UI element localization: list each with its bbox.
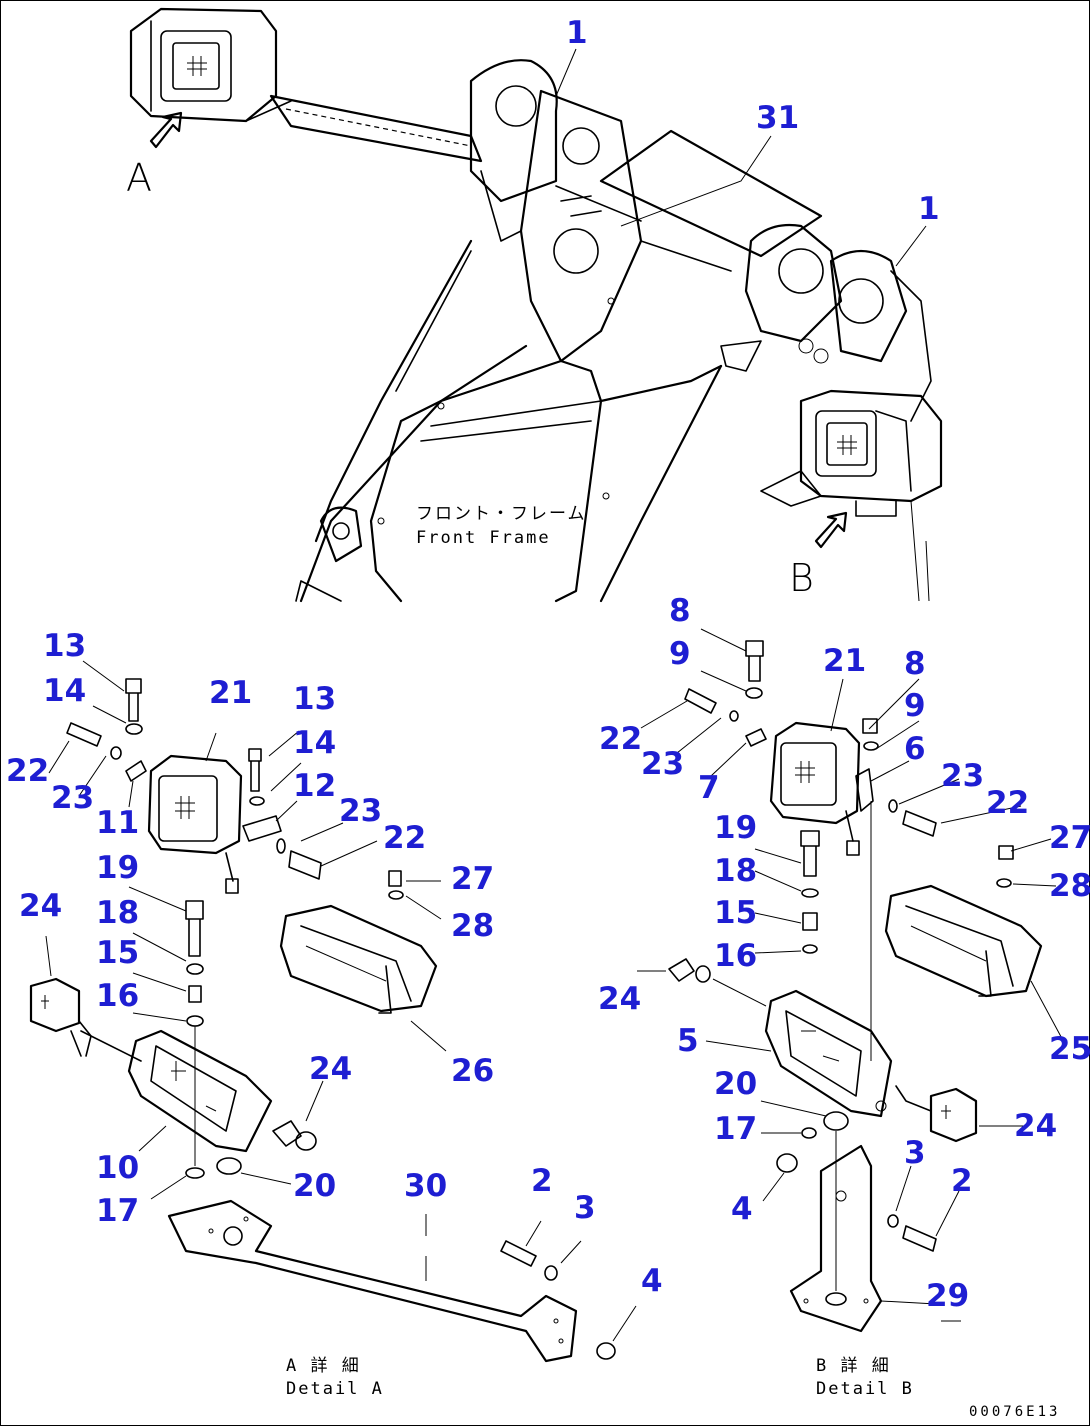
hinge-bracket-right	[720, 223, 932, 422]
callout: 13	[43, 628, 86, 664]
view-label-b: B	[789, 556, 814, 600]
callout: 7	[698, 770, 720, 806]
callout: 14	[43, 673, 86, 709]
callout: 21	[823, 643, 866, 679]
callout: 24	[19, 888, 62, 924]
detail-a-title-en: Detail A	[286, 1379, 384, 1399]
callout: 18	[96, 895, 139, 931]
callout: 3	[904, 1135, 926, 1171]
callout: 31	[756, 100, 799, 136]
callout: 28	[451, 908, 494, 944]
work-lamp-a	[129, 7, 292, 123]
callouts-detail-b: 8 9 22 23 7 21 8 9 6 23 22 27 28 19 18 1…	[598, 593, 1090, 1314]
callout: 22	[599, 721, 642, 757]
callout: 24	[1014, 1108, 1057, 1144]
callout: 9	[904, 688, 926, 724]
callout: 11	[96, 805, 139, 841]
callout: 5	[677, 1023, 699, 1059]
frame-label-jp: フロント・フレーム	[416, 504, 587, 524]
view-label-a: A	[126, 156, 152, 200]
callout: 27	[1049, 820, 1090, 856]
callout: 10	[96, 1150, 139, 1186]
callout: 17	[714, 1111, 757, 1147]
callout: 22	[6, 753, 49, 789]
callout: 17	[96, 1193, 139, 1229]
detail-b-title-jp: B 詳 細	[816, 1356, 891, 1376]
detail-a-title-jp: A 詳 細	[286, 1356, 361, 1376]
callout: 19	[96, 850, 139, 886]
callout: 23	[51, 780, 94, 816]
callout: 2	[531, 1163, 553, 1199]
callout: 24	[598, 981, 641, 1017]
callout: 29	[926, 1278, 969, 1314]
callout: 6	[904, 731, 926, 767]
callout: 20	[714, 1066, 757, 1102]
callout: 20	[293, 1168, 336, 1204]
callout: 14	[293, 725, 336, 761]
callout: 27	[451, 861, 494, 897]
callout: 21	[209, 675, 252, 711]
callout: 1	[566, 15, 588, 51]
arrow-b	[814, 511, 848, 549]
callout: 13	[293, 681, 336, 717]
callout: 2	[951, 1163, 973, 1199]
callout: 24	[309, 1051, 352, 1087]
callout: 15	[714, 895, 757, 931]
callout: 3	[574, 1190, 596, 1226]
callout: 9	[669, 636, 691, 672]
front-frame-body	[295, 239, 723, 603]
frame-label-en: Front Frame	[416, 528, 551, 548]
drawing-code: 00076E13	[969, 1404, 1060, 1420]
callout: 26	[451, 1053, 494, 1089]
detail-a-group: A 詳 細 Detail A	[29, 660, 637, 1399]
detail-b-group: B 詳 細 Detail B	[637, 628, 1067, 1399]
callout: 16	[714, 938, 757, 974]
callouts-detail-a: 13 14 22 23 11 21 13 14 12 23 22 19 18 1…	[6, 628, 663, 1299]
arrow-a	[149, 111, 183, 149]
callout: 30	[404, 1168, 447, 1204]
callout: 4	[731, 1191, 753, 1227]
callout: 18	[714, 853, 757, 889]
callout: 22	[986, 785, 1029, 821]
work-lamp-b	[760, 389, 943, 602]
detail-b-title-en: Detail B	[816, 1379, 914, 1399]
cross-member	[599, 129, 823, 258]
callout: 8	[904, 646, 926, 682]
callout: 4	[641, 1263, 663, 1299]
front-frame-assembly: A	[126, 7, 943, 603]
callout: 19	[714, 810, 757, 846]
arm-a	[269, 94, 483, 163]
callout: 23	[941, 758, 984, 794]
hinge-bracket-left	[469, 59, 643, 363]
callout: 25	[1049, 1031, 1090, 1067]
callout: 16	[96, 978, 139, 1014]
callout: 23	[339, 793, 382, 829]
callout: 22	[383, 820, 426, 856]
callout: 28	[1049, 868, 1090, 904]
callout: 15	[96, 935, 139, 971]
callout: 12	[293, 768, 336, 804]
callout: 23	[641, 746, 684, 782]
callout: 8	[669, 593, 691, 629]
callout: 1	[918, 191, 940, 227]
callouts-top: 1 31 1	[566, 15, 940, 227]
